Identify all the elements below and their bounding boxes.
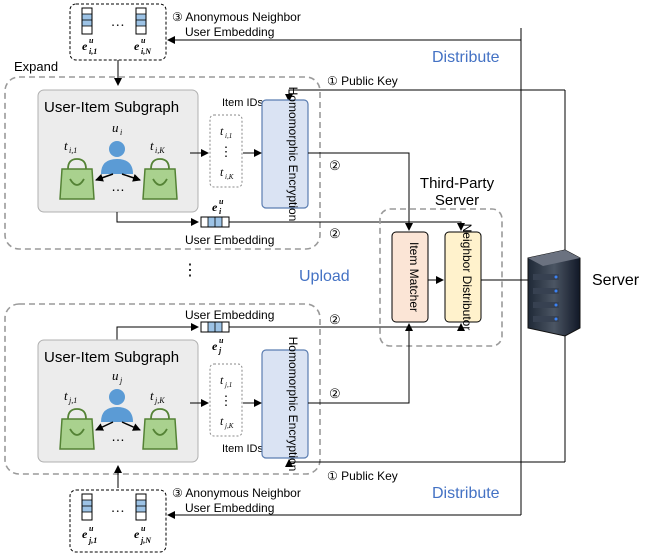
svg-text:e: e xyxy=(82,527,88,541)
embedding-vector-icon xyxy=(135,493,147,521)
third-party-title-2: Server xyxy=(435,192,479,209)
anon-neighbor-box-top xyxy=(69,3,167,61)
svg-text:t: t xyxy=(220,414,224,428)
svg-text:e: e xyxy=(134,527,140,541)
svg-text:j,1: j,1 xyxy=(224,381,232,389)
svg-text:e: e xyxy=(134,39,140,53)
svg-text:t: t xyxy=(220,165,224,179)
user-embedding-vector-i xyxy=(200,216,230,228)
svg-text:t: t xyxy=(64,388,68,403)
server-label: Server xyxy=(592,272,640,289)
anon-neighbor-box-bottom xyxy=(69,489,167,553)
third-party-title: Third-Party xyxy=(420,175,495,192)
item-ids-box-i xyxy=(209,114,243,188)
svg-text:u: u xyxy=(112,120,119,135)
svg-text:t: t xyxy=(150,138,154,153)
item-ids-to-matcher-arrow xyxy=(308,152,413,231)
item-ids-label-i: Item IDs xyxy=(222,97,263,109)
client-j-box xyxy=(4,303,321,475)
svg-text:i,1: i,1 xyxy=(225,132,232,140)
svg-text:j: j xyxy=(217,346,222,355)
svg-text:u: u xyxy=(89,36,94,45)
item-ids-box-j xyxy=(209,363,243,437)
svg-text:u: u xyxy=(141,524,146,533)
svg-text:⋮: ⋮ xyxy=(220,393,233,408)
svg-text:u: u xyxy=(112,368,119,383)
subgraph-j-title: User-Item Subgraph xyxy=(44,349,179,366)
anon-neighbor-label-bottom: ③ Anonymous Neighbor xyxy=(172,486,301,500)
svg-text:i,1: i,1 xyxy=(69,146,77,155)
he-label-bottom: Homomorphic Encryption xyxy=(286,337,300,472)
public-key-label-top: ① Public Key xyxy=(327,74,398,88)
public-key-arrow-bottom xyxy=(285,459,565,467)
svg-text:e: e xyxy=(212,339,218,353)
svg-text:j,K: j,K xyxy=(154,396,165,405)
svg-text:j,1: j,1 xyxy=(87,536,97,545)
anon-neighbor-label-bottom-2: User Embedding xyxy=(185,501,274,515)
svg-text:i,K: i,K xyxy=(155,146,165,155)
homomorphic-encryption-bottom xyxy=(261,349,309,459)
user-emb-to-distributor-arrow xyxy=(229,221,465,231)
user-embedding-label-i: User Embedding xyxy=(185,233,274,247)
expand-label: Expand xyxy=(14,59,58,74)
item-matcher-box xyxy=(391,231,429,323)
he-label-top: Homomorphic Encryption xyxy=(286,87,300,222)
svg-text:②: ② xyxy=(329,386,341,401)
svg-text:j,N: j,N xyxy=(139,536,152,545)
homomorphic-encryption-top xyxy=(261,99,309,209)
svg-text:u: u xyxy=(89,524,94,533)
embedding-vector-icon xyxy=(81,7,93,35)
public-key-label-bottom: ① Public Key xyxy=(327,469,398,483)
svg-text:…: … xyxy=(112,501,124,516)
svg-text:②: ② xyxy=(329,312,341,327)
svg-text:j,1: j,1 xyxy=(68,396,77,405)
svg-text:t: t xyxy=(64,138,68,153)
svg-text:j,K: j,K xyxy=(224,422,234,430)
ellipsis: … xyxy=(112,15,124,30)
subgraph-i-title: User-Item Subgraph xyxy=(44,99,179,116)
server-icon xyxy=(527,249,581,337)
svg-text:⋮: ⋮ xyxy=(220,144,233,159)
svg-text:i: i xyxy=(120,128,122,137)
item-matcher-label: Item Matcher xyxy=(407,242,421,312)
svg-text:e: e xyxy=(212,200,218,214)
client-i-box xyxy=(4,76,321,250)
distribute-label-bottom: Distribute xyxy=(432,485,500,502)
svg-text:i: i xyxy=(219,207,222,216)
neighbor-distributor-box xyxy=(444,231,482,323)
neighbor-distributor-label: Neighbor Distributor xyxy=(460,224,474,331)
svg-text:②: ② xyxy=(329,226,341,241)
svg-text:e: e xyxy=(82,39,88,53)
svg-text:…: … xyxy=(111,428,125,444)
embedding-vector-icon xyxy=(81,493,93,521)
user-emb-j-to-distributor-arrow xyxy=(229,323,465,331)
embedding-vector-icon xyxy=(135,7,147,35)
svg-text:i,N: i,N xyxy=(141,47,152,56)
svg-text:t: t xyxy=(220,124,224,138)
svg-text:u: u xyxy=(219,336,224,345)
svg-text:j: j xyxy=(119,376,123,385)
user-embedding-label-j: User Embedding xyxy=(185,308,274,322)
svg-text:u: u xyxy=(141,36,146,45)
item-ids-label-j: Item IDs xyxy=(222,443,263,455)
svg-text:i,1: i,1 xyxy=(89,47,97,56)
public-key-arrow-top xyxy=(285,89,565,102)
svg-text:…: … xyxy=(111,178,125,194)
svg-text:i,K: i,K xyxy=(225,173,234,181)
anon-neighbor-label-top-2: User Embedding xyxy=(185,25,274,39)
item-ids-j-to-matcher-arrow xyxy=(308,323,413,404)
upload-label: Upload xyxy=(299,268,350,285)
anon-neighbor-label-top: ③ Anonymous Neighbor xyxy=(172,10,301,24)
svg-text:u: u xyxy=(219,197,224,206)
svg-text:t: t xyxy=(220,373,224,387)
svg-text:t: t xyxy=(150,388,154,403)
distribute-label-top: Distribute xyxy=(432,49,500,66)
third-party-server-box xyxy=(379,208,503,347)
svg-text:②: ② xyxy=(329,158,341,173)
vertical-ellipsis: ⋮ xyxy=(182,262,198,279)
user-embedding-vector-j xyxy=(200,321,230,333)
